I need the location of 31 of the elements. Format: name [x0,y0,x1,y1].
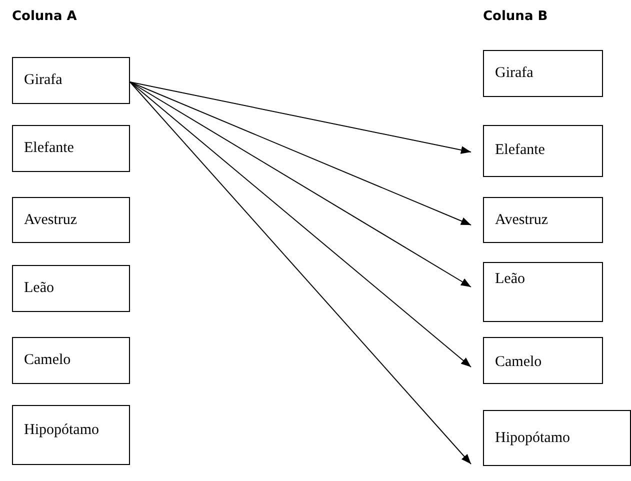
animal-name: Avestruz [495,212,548,228]
animal-name: Girafa [24,72,62,88]
animal-name: Leão [24,280,54,296]
word-box [12,337,130,384]
word-box [483,337,603,384]
animal-name: Leão [495,271,525,287]
animal-name: Girafa [495,65,534,81]
animal-name: Elefante [24,140,74,156]
arrow [130,82,472,288]
arrow [130,82,472,226]
word-box [483,197,603,243]
animal-name: Camelo [495,354,542,370]
word-box [483,125,603,177]
word-box [12,125,130,172]
animal-name: Camelo [24,352,71,368]
word-box [483,50,603,97]
arrow [130,82,472,368]
animal-name: Hipopótamo [24,422,99,438]
word-box [12,265,130,312]
word-box [12,197,130,243]
animal-name: Elefante [495,142,545,158]
word-box [12,405,130,465]
animal-name: Avestruz [24,212,78,228]
arrow [130,82,472,464]
column-heading: Coluna A [12,9,77,24]
word-box [483,410,631,466]
arrow [130,82,472,154]
animal-name: Hipopótamo [495,430,570,446]
column-heading: Coluna B [483,9,548,24]
word-box [12,57,130,104]
word-box [483,262,603,322]
